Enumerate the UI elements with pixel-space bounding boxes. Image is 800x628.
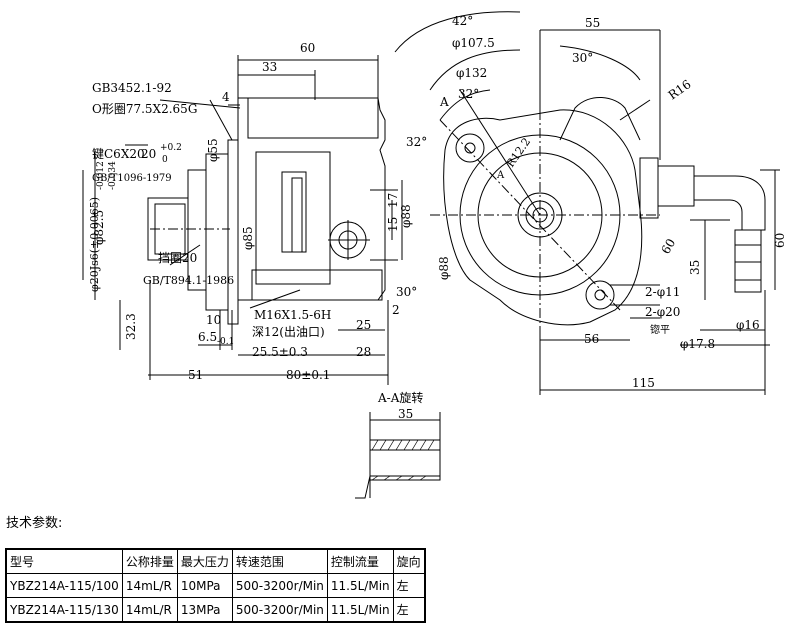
- note-retainer: 挡圈20: [158, 251, 197, 265]
- dim-phi85: φ85: [241, 226, 255, 250]
- spec-table: 型号 公称排量 最大压力 转速范围 控制流量 旋向 YBZ214A-115/10…: [5, 548, 426, 623]
- cell-max-pressure: 10MPa: [176, 573, 233, 598]
- cell-model: YBZ214A-115/100: [5, 573, 123, 598]
- dim-32-3: 32.3: [124, 313, 138, 340]
- dim-6-5: 6.5: [198, 330, 217, 344]
- table-row: YBZ214A-115/100 14mL/R 10MPa 500-3200r/M…: [5, 573, 426, 598]
- header-displacement: 公称排量: [121, 548, 178, 574]
- label-a-top: A: [439, 95, 449, 109]
- cell-control-flow: 11.5L/Min: [326, 573, 394, 598]
- dim-phi88-right: φ88: [437, 256, 451, 280]
- dim-25-5: 25.5±0.3: [252, 345, 308, 359]
- cell-model: YBZ214A-115/130: [5, 597, 123, 623]
- dim-17: 17: [386, 193, 400, 208]
- cell-displacement: 14mL/R: [121, 597, 178, 623]
- dim-51: 51: [188, 368, 203, 382]
- dim-phi82-5: φ82.5: [92, 210, 106, 245]
- cell-speed-range: 500-3200r/Min: [231, 597, 328, 623]
- left-view: [82, 55, 403, 385]
- dim-phi16: φ16: [736, 318, 760, 332]
- dim-phi88-left: φ88: [399, 204, 413, 228]
- dim-32deg-top: 32°: [458, 87, 479, 101]
- dim-2-phi20: 2-φ20: [645, 305, 680, 319]
- header-max-pressure: 最大压力: [176, 548, 233, 574]
- dim-4: 4: [222, 90, 230, 104]
- table-row: YBZ214A-115/130 14mL/R 13MPa 500-3200r/M…: [5, 597, 426, 623]
- dim-phi55: φ55: [206, 138, 220, 162]
- cell-rotation: 左: [392, 597, 426, 623]
- note-thread: M16X1.5-6H: [254, 308, 331, 322]
- cell-displacement: 14mL/R: [121, 573, 178, 598]
- cell-control-flow: 11.5L/Min: [326, 597, 394, 623]
- note-gb3452: GB3452.1-92: [92, 81, 172, 95]
- label-a-center: A: [496, 170, 505, 181]
- dim-35: 35: [688, 260, 702, 275]
- dim-30deg-right: 30°: [572, 51, 593, 65]
- table-header-row: 型号 公称排量 最大压力 转速范围 控制流量 旋向: [5, 548, 426, 574]
- note-gbt1096: GB/T1096-1979: [92, 173, 172, 184]
- header-control-flow: 控制流量: [326, 548, 394, 574]
- dim-phi17-8: φ17.8: [680, 337, 715, 351]
- dim-phi82-5-tol-lower: -0.034: [108, 161, 118, 190]
- dim-60-left: 60: [300, 41, 315, 55]
- note-depth: 深12(出油口): [252, 325, 325, 339]
- cell-speed-range: 500-3200r/Min: [231, 573, 328, 598]
- note-key: 键C6X20: [92, 147, 145, 161]
- dim-phi132: φ132: [456, 66, 487, 80]
- note-gbt894: GB/T894.1-1986: [143, 274, 234, 287]
- note-spotface: 锪平: [650, 323, 670, 336]
- dim-phi107-5: φ107.5: [452, 36, 495, 50]
- dim-56: 56: [584, 332, 599, 346]
- header-model: 型号: [5, 548, 123, 574]
- dim-r12-2: R12.2: [504, 135, 533, 169]
- dim-10: 10: [206, 313, 221, 327]
- section-title: A-A旋转: [377, 390, 423, 405]
- dim-30deg-left: 30°: [396, 285, 417, 299]
- dim-phi20js6: φ20Js6(±0.0065): [88, 197, 101, 292]
- dim-28: 28: [356, 345, 371, 359]
- params-title: 技术参数:: [6, 516, 63, 531]
- dim-42deg: 42°: [452, 14, 473, 28]
- header-rotation: 旋向: [392, 548, 426, 574]
- dim-115: 115: [632, 376, 655, 390]
- dim-20-tol-lower: 0: [162, 155, 168, 165]
- dim-6-5-tol: -0.1: [217, 337, 234, 347]
- dim-2-phi11: 2-φ11: [645, 285, 680, 299]
- dim-60-diag: 60: [658, 236, 678, 256]
- dim-25: 25: [356, 318, 371, 332]
- cell-max-pressure: 13MPa: [176, 597, 233, 623]
- dim-32deg-left: 32°: [406, 135, 427, 149]
- dim-60-vertical: 60: [773, 233, 787, 248]
- header-speed-range: 转速范围: [231, 548, 328, 574]
- note-o-ring: O形圈77.5X2.65G: [92, 102, 197, 116]
- dim-80: 80±0.1: [286, 368, 330, 382]
- dim-phi82-5-tol-upper: -0.012: [96, 161, 106, 190]
- dim-33: 33: [262, 60, 277, 74]
- dim-20-tol-upper: +0.2: [160, 143, 182, 153]
- section-aa: [355, 412, 441, 499]
- dim-15: 15: [386, 217, 400, 232]
- dim-r16: R16: [666, 77, 694, 102]
- cell-rotation: 左: [392, 573, 426, 598]
- dim-20: 20: [141, 147, 156, 161]
- pump-drawing: 60 33 4 GB3452.1-92 O形圈77.5X2.65G 键C6X20…: [82, 11, 787, 499]
- dim-55: 55: [585, 16, 600, 30]
- right-view: [394, 11, 780, 395]
- section-dim-35: 35: [398, 407, 413, 421]
- dim-2: 2: [392, 303, 400, 317]
